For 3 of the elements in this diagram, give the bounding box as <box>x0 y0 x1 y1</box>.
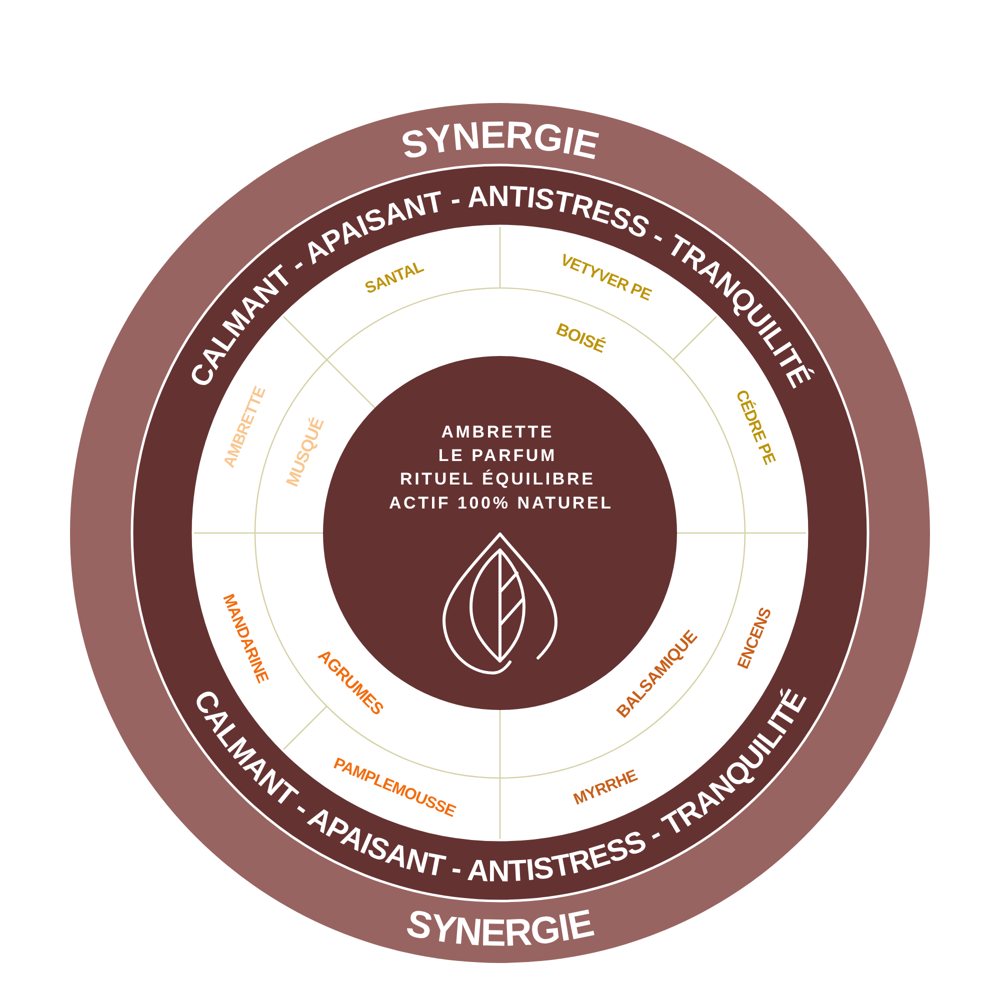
center-title: AMBRETTE LE PARFUM RITUEL ÉQUILIBRE ACTIF 100% NATUREL <box>388 422 614 512</box>
ring-label: SYNERGIE <box>398 114 602 168</box>
ring-label: SYNERGIE <box>402 902 598 955</box>
